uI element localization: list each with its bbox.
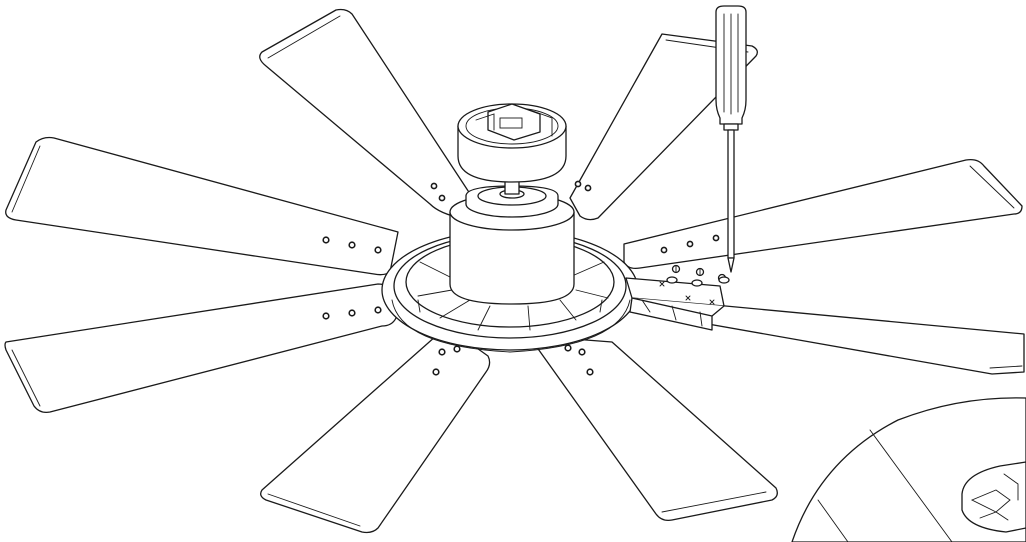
blade-screw-hole	[438, 348, 446, 356]
blade-screw-hole	[453, 345, 461, 353]
blade-screw-hole	[438, 194, 446, 202]
detail-callout	[791, 397, 1026, 542]
fan-blade-left-lower	[4, 283, 397, 414]
blade-screw-hole	[432, 368, 440, 376]
blade-iron	[625, 277, 725, 331]
screwdriver	[715, 5, 747, 273]
fan-blade-right-upper	[623, 158, 1023, 270]
fan-blade-top-right	[569, 33, 758, 221]
blade-screw-hole	[586, 368, 594, 376]
screws	[666, 264, 730, 287]
blade-screw-hole	[348, 309, 356, 317]
blade-screw-hole	[712, 234, 720, 242]
blade-screw-hole	[430, 182, 438, 190]
blade-screw-hole	[374, 246, 382, 254]
fan-blade-bottom-right	[535, 337, 778, 522]
fan-blade-bottom-left	[260, 332, 491, 534]
blade-screw-hole	[574, 180, 582, 188]
blade-screw-hole	[584, 184, 592, 192]
blade-screw-hole	[660, 246, 668, 254]
blade-screw-hole	[348, 241, 356, 249]
blade-screw-hole	[322, 312, 330, 320]
blade-screw-hole	[578, 348, 586, 356]
fan-blade-left-upper	[5, 136, 399, 276]
screw	[691, 267, 705, 287]
blade-screw-hole	[322, 236, 330, 244]
screw	[717, 273, 730, 284]
blade-screw-hole	[564, 344, 572, 352]
fan-blade-top-left	[259, 8, 479, 219]
blade-screw-hole	[686, 240, 694, 248]
screw	[666, 264, 681, 284]
blade-screw-hole	[374, 306, 382, 314]
fan-motor-housing	[449, 103, 575, 305]
